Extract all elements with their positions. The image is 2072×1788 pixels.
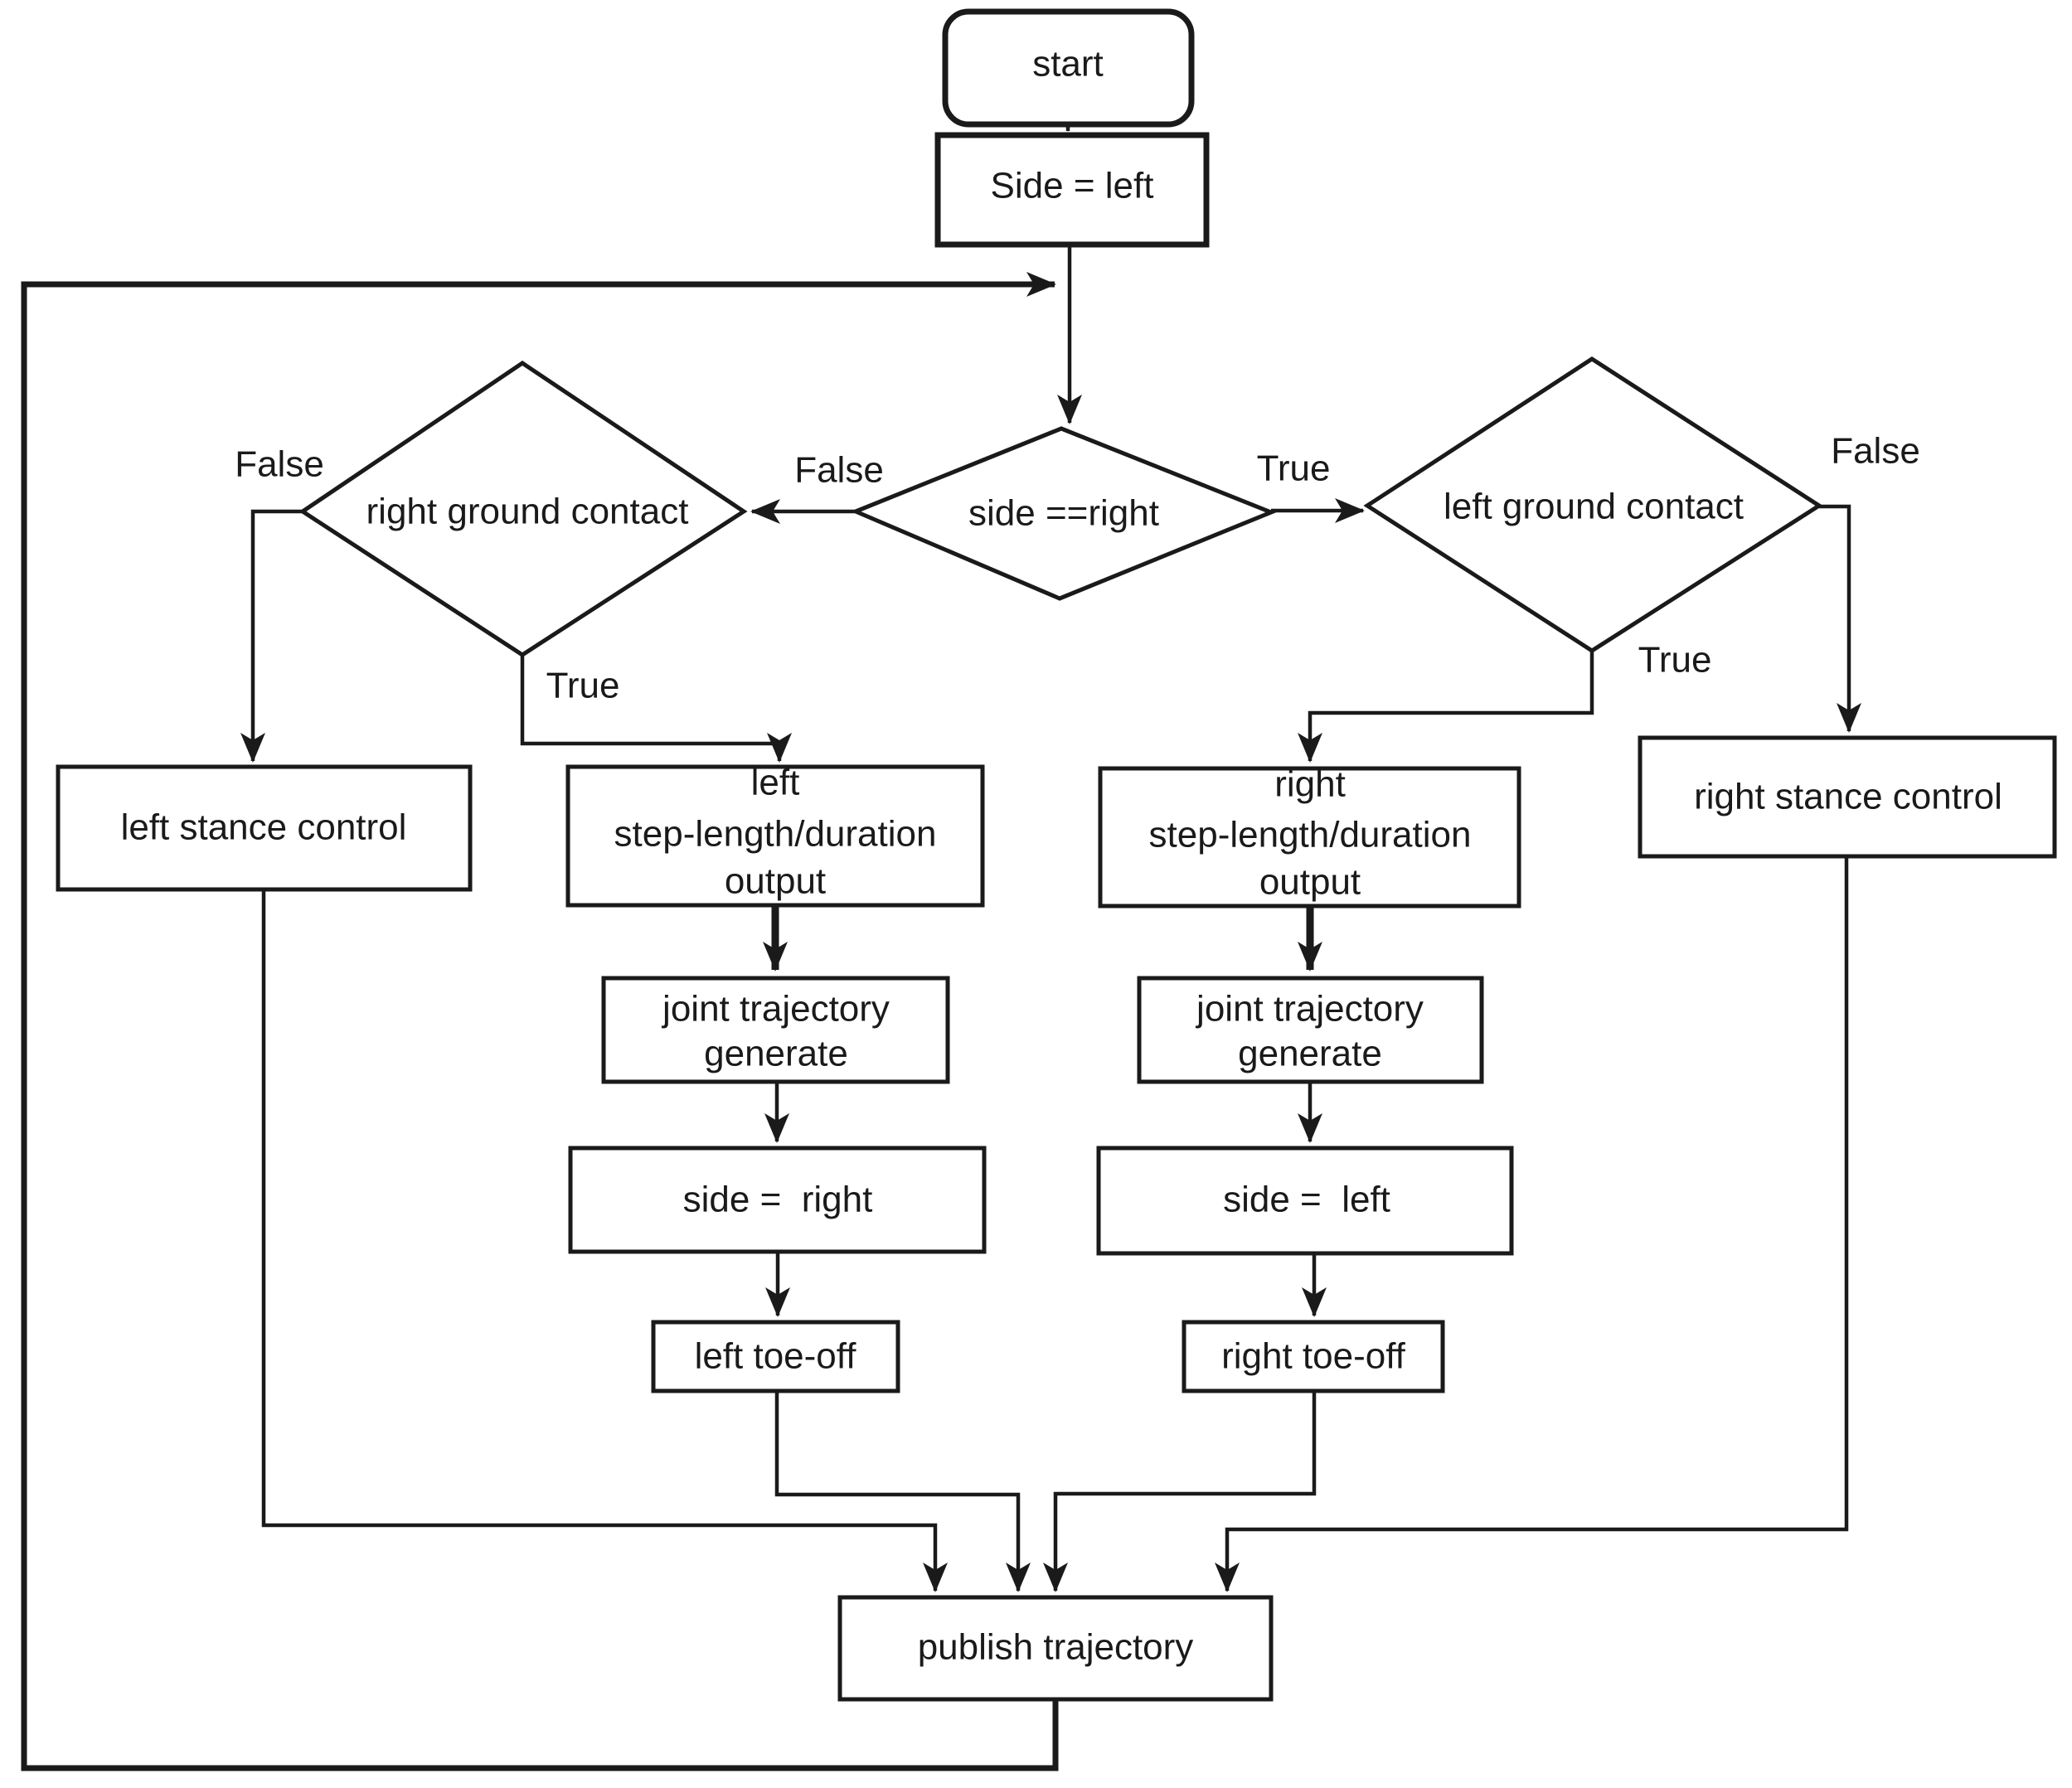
set-side-right-shape — [568, 1146, 987, 1254]
node-left-toe-off: left toe-off — [651, 1320, 900, 1393]
right-toe-off-shape — [1182, 1320, 1445, 1393]
node-left-joint: joint trajectory generate — [601, 976, 950, 1084]
right-stance-shape — [1638, 735, 2057, 859]
edge-right-contact-true — [520, 655, 792, 763]
decision-side-shape — [850, 426, 1277, 601]
set-side-left-shape — [1096, 1146, 1514, 1256]
left-step-line3: output — [725, 861, 826, 902]
start-label: start — [1032, 44, 1104, 85]
edge-left-stance-to-publish — [261, 889, 948, 1592]
decision-right-contact-true-label: True — [546, 666, 620, 706]
node-set-side-left: side = left — [1096, 1146, 1514, 1256]
edge-left-contact-false — [1819, 504, 1861, 733]
node-right-stance: right stance control — [1638, 735, 2057, 859]
edge-right-contact-false — [240, 509, 303, 763]
right-stance-label: right stance control — [1694, 777, 2002, 817]
decision-right-contact-false-label: False — [235, 444, 324, 485]
left-joint-line1: joint trajectory — [661, 989, 890, 1030]
init-label: Side = left — [991, 166, 1154, 206]
node-set-side-right: side = right — [568, 1146, 987, 1254]
decision-side-label: side ==right — [968, 493, 1159, 534]
edge-publish-loopback — [21, 272, 1059, 1771]
right-step-line2: step-length/duration — [1149, 815, 1472, 855]
left-joint-line2: generate — [704, 1034, 848, 1074]
left-step-shape — [565, 764, 985, 908]
decision-side-true-label: True — [1257, 448, 1331, 489]
right-toe-off-label: right toe-off — [1221, 1336, 1406, 1377]
edges — [21, 98, 1861, 1771]
left-stance-shape — [56, 764, 473, 892]
node-decision-right-contact: right ground contact False True — [235, 360, 748, 706]
decision-right-contact-label: right ground contact — [366, 492, 689, 532]
right-joint-shape — [1137, 976, 1484, 1084]
start-shape — [942, 8, 1195, 128]
left-step-line1: left — [751, 763, 800, 803]
set-side-right-label: side = right — [683, 1180, 873, 1220]
init-shape — [934, 132, 1210, 248]
edge-left-toe-to-publish — [774, 1391, 1031, 1592]
decision-right-contact-shape — [298, 360, 748, 657]
decision-side-false-label: False — [794, 450, 884, 491]
node-init-side-left: Side = left — [934, 132, 1210, 248]
edge-right-stance-to-publish — [1215, 856, 1849, 1592]
edge-left-contact-true — [1298, 651, 1594, 763]
node-decision-side: side ==right False True — [794, 426, 1331, 601]
node-right-toe-off: right toe-off — [1182, 1320, 1445, 1393]
right-step-line1: right — [1274, 764, 1346, 805]
node-start: start — [942, 8, 1195, 128]
edge-right-toe-to-publish — [1043, 1391, 1317, 1592]
node-decision-left-contact: left ground contact True False — [1363, 356, 1920, 681]
right-joint-line1: joint trajectory — [1195, 989, 1424, 1030]
decision-left-contact-true-label: True — [1638, 640, 1712, 681]
node-right-step: right step-length/duration output — [1098, 764, 1521, 909]
node-left-step: left step-length/duration output — [565, 763, 985, 908]
left-step-line2: step-length/duration — [614, 814, 937, 855]
left-toe-off-shape — [651, 1320, 900, 1393]
left-toe-off-label: left toe-off — [695, 1336, 857, 1377]
left-joint-shape — [601, 976, 950, 1084]
node-right-joint: joint trajectory generate — [1137, 976, 1484, 1084]
right-step-shape — [1098, 766, 1521, 909]
right-step-line3: output — [1259, 862, 1361, 903]
left-stance-label: left stance control — [121, 807, 407, 848]
decision-left-contact-label: left ground contact — [1444, 487, 1744, 527]
publish-shape — [837, 1595, 1274, 1702]
decision-left-contact-shape — [1363, 356, 1823, 653]
decision-left-contact-false-label: False — [1831, 431, 1920, 472]
set-side-left-label: side = left — [1223, 1180, 1390, 1220]
publish-label: publish trajectory — [918, 1627, 1194, 1668]
node-publish: publish trajectory — [837, 1595, 1274, 1702]
right-joint-line2: generate — [1238, 1034, 1382, 1074]
node-left-stance: left stance control — [56, 764, 473, 892]
